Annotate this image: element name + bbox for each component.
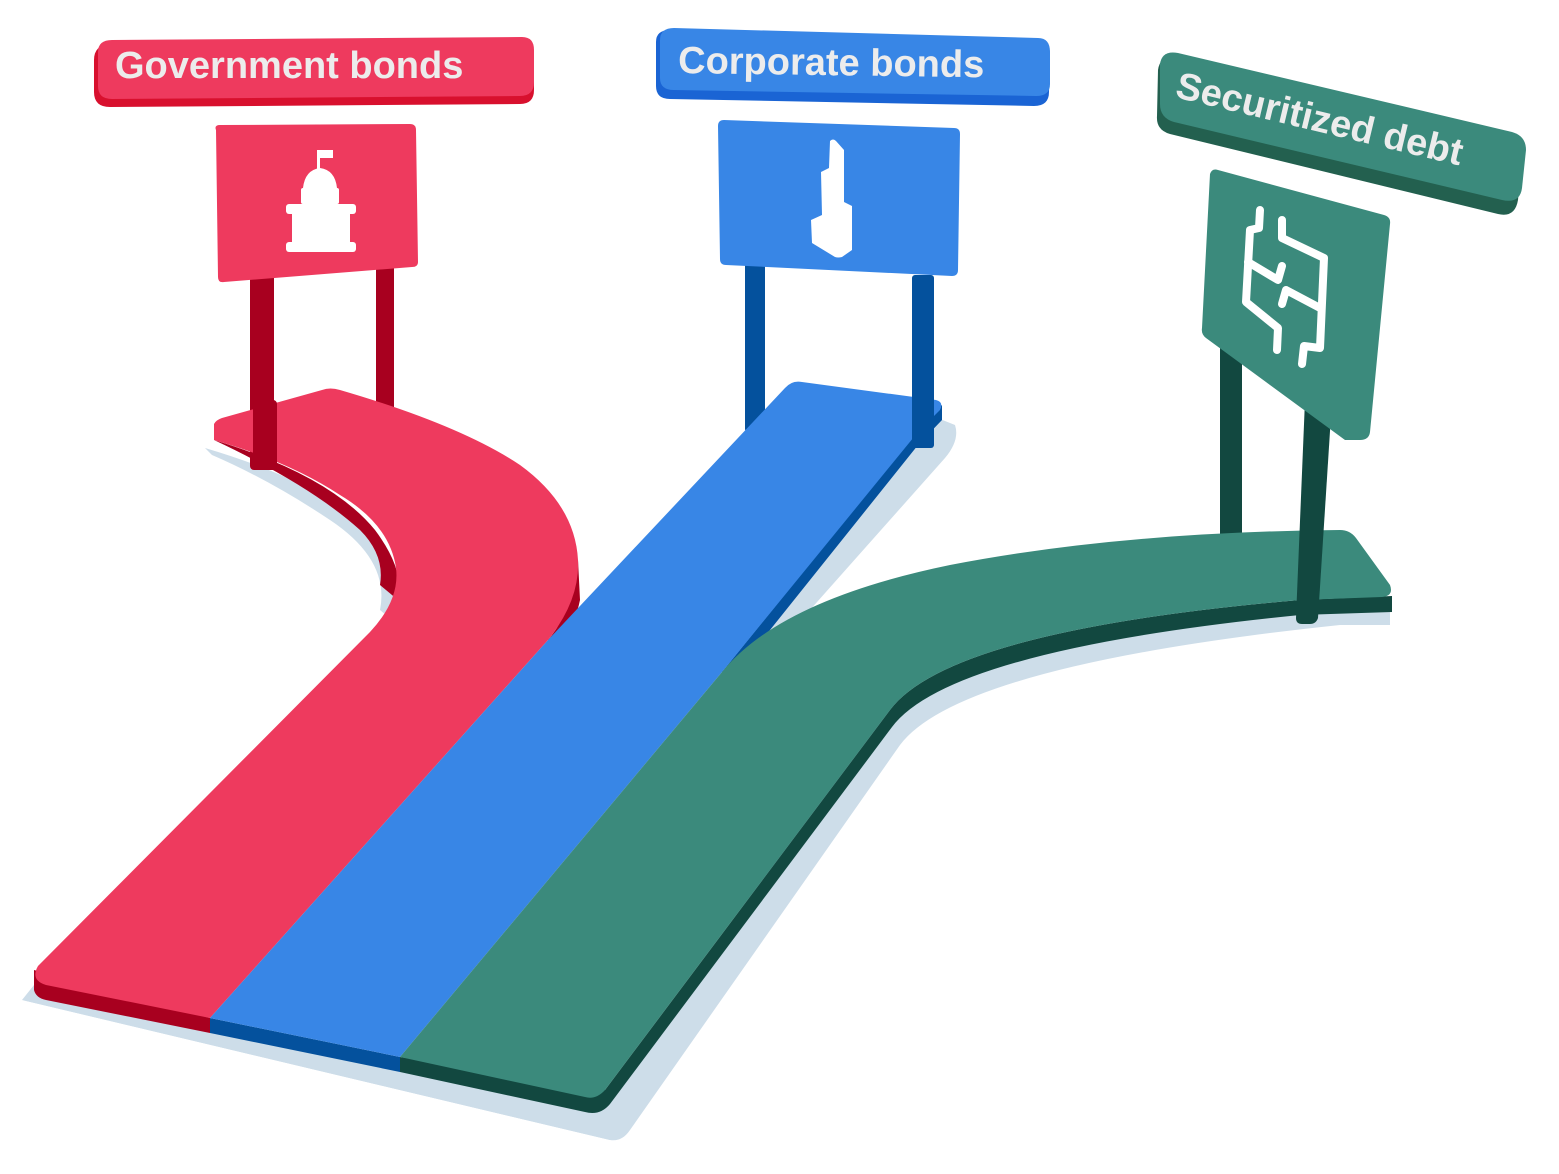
- government-label-plate: [98, 37, 534, 99]
- corporate-label: Corporate bonds: [656, 28, 1050, 106]
- corporate-post-left: [745, 262, 765, 432]
- government-post-right: [376, 260, 394, 410]
- corporate-label-text: Corporate bonds: [678, 40, 985, 86]
- capitol-building-icon: [286, 150, 356, 252]
- government-label-text: Government bonds: [115, 45, 463, 87]
- corporate-road-edge: [722, 405, 942, 690]
- circuit-dollar-icon: [1242, 206, 1328, 368]
- corporate-post-right-front: [912, 380, 934, 448]
- securitized-post-right: [1296, 400, 1332, 624]
- government-sign: [215, 124, 418, 283]
- securitized-road: [400, 530, 1392, 1113]
- corporate-road-edge-front: [210, 1018, 400, 1072]
- government-label: Government bonds: [94, 37, 534, 107]
- corporate-label-plate: [660, 28, 1050, 96]
- government-post-left-front: [253, 400, 277, 470]
- corporate-sign: [718, 120, 960, 276]
- government-road-surface: [35, 388, 579, 1018]
- skyscraper-icon: [811, 139, 852, 258]
- corporate-road: [210, 381, 942, 1072]
- government-road-edge: [214, 424, 400, 600]
- securitized-road-surface: [400, 530, 1391, 1098]
- securitized-post-left: [1220, 330, 1242, 540]
- corporate-road-surface: [210, 381, 942, 1058]
- securitized-sign: [1201, 169, 1391, 440]
- securitized-label-plate: [1160, 52, 1526, 201]
